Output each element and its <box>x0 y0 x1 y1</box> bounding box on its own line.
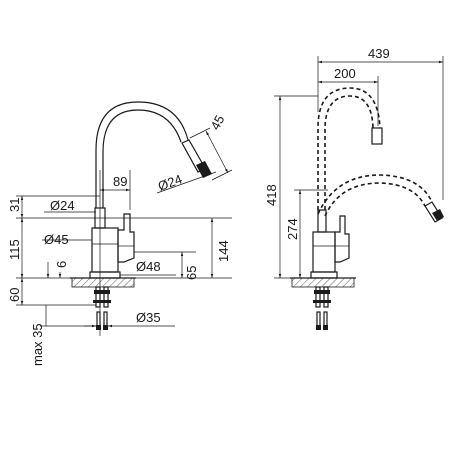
dimension-d35: Ø35 <box>84 310 175 328</box>
dimension-418: 418 <box>264 96 282 278</box>
left-view: 89 45 Ø24 31 Ø24 Ø45 <box>7 101 233 366</box>
dimension-274: 274 <box>285 190 302 278</box>
dim-d24-body-label: Ø24 <box>50 198 75 213</box>
dim-89-label: 89 <box>113 174 127 189</box>
dim-200-label: 200 <box>334 66 356 81</box>
dimension-45-outlet: 45 <box>189 113 233 181</box>
dimension-115: 115 <box>7 218 24 278</box>
dimension-65: 65 <box>180 252 199 280</box>
dim-45-label: 45 <box>207 113 227 133</box>
dimension-60: 60 <box>7 278 24 305</box>
deck-right <box>290 277 356 330</box>
dim-d45-label: Ø45 <box>44 232 69 247</box>
dim-d48-label: Ø48 <box>136 259 161 274</box>
dim-max35-label: max 35 <box>30 323 45 366</box>
dim-115-label: 115 <box>7 239 22 260</box>
faucet-body <box>89 207 135 279</box>
dim-31-label: 31 <box>7 198 22 212</box>
dimension-439: 439 <box>318 46 443 64</box>
deck-left <box>70 277 136 330</box>
spout-raised <box>317 87 383 210</box>
dim-418-label: 418 <box>264 184 279 206</box>
dim-274-label: 274 <box>285 218 300 240</box>
dim-60-label: 60 <box>7 288 22 302</box>
dimension-200: 200 <box>318 66 378 84</box>
dimension-6: 6 <box>46 261 69 278</box>
dimension-d45: Ø45 <box>44 232 69 247</box>
dim-144-label: 144 <box>216 240 231 262</box>
dim-65-label: 65 <box>184 266 199 280</box>
dimension-89: 89 <box>100 174 130 192</box>
faucet-body-right <box>310 209 350 279</box>
dimension-144: 144 <box>210 218 231 278</box>
dim-d24-outlet-label: Ø24 <box>156 171 184 194</box>
dimension-max35: max 35 <box>30 305 47 366</box>
spout-lowered <box>317 174 444 223</box>
dim-6-label: 6 <box>54 261 69 268</box>
dimension-d24-body: Ø24 <box>44 198 96 213</box>
right-view: 439 200 418 274 <box>264 46 444 330</box>
dim-439-label: 439 <box>368 46 390 61</box>
spout <box>95 101 212 208</box>
dim-d35-label: Ø35 <box>136 310 161 325</box>
dimension-31: 31 <box>7 196 24 218</box>
dimension-d48: Ø48 <box>120 259 176 276</box>
